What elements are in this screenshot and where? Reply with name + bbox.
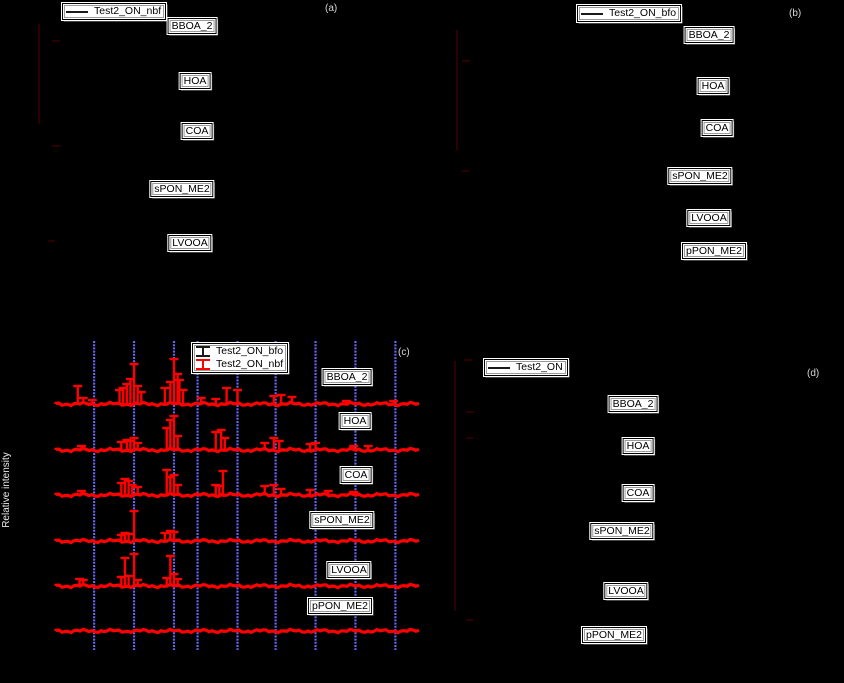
legend-label: Test2_ON_nbf (216, 358, 284, 370)
panel-d-noise (466, 411, 474, 413)
legend-row: Test2_ON (488, 361, 563, 374)
factor-tag-hoa: HOA (179, 73, 211, 89)
line-swatch-icon (488, 366, 510, 369)
panel-d-noise (454, 361, 456, 611)
factor-tag-lvooa: LVOOA (687, 210, 731, 226)
legend-row: Test2_ON_bfo (581, 7, 676, 20)
panel-b: Test2_ON_bfo (b) BBOA_2 HOA COA sPON_ME2… (422, 0, 844, 341)
panel-d-noise (464, 359, 472, 361)
line-swatch-icon (581, 12, 603, 15)
panel-d-legend: Test2_ON (484, 359, 568, 376)
panel-a-legend: Test2_ON_nbf (62, 3, 167, 20)
panel-a-letter: (a) (324, 3, 339, 14)
factor-tag-lvooa: LVOOA (327, 562, 371, 578)
factor-tag-spon-me2: sPON_ME2 (310, 512, 374, 528)
line-swatch-icon (66, 10, 88, 13)
panel-d-noise (466, 619, 473, 621)
factor-tag-bboa2: BBOA_2 (322, 369, 372, 385)
panel-a-plot-area (22, 2, 420, 332)
factor-tag-ppon-me2: pPON_ME2 (581, 627, 647, 643)
y-axis-title: Relative intensity (1, 452, 12, 528)
factor-tag-ppon-me2: pPON_ME2 (681, 243, 747, 259)
panel-c-letter: (c) (397, 347, 411, 358)
panel-a: Test2_ON_nbf (a) BBOA_2 HOA COA sPON_ME2… (0, 0, 422, 341)
panel-a-noise (52, 40, 60, 42)
panel-b-plot-area (424, 2, 840, 332)
factor-tag-spon-me2: sPON_ME2 (668, 168, 732, 184)
factor-tag-hoa: HOA (339, 413, 371, 429)
panel-d-noise (466, 437, 473, 439)
legend-label: Test2_ON_nbf (94, 5, 162, 17)
errorbar-swatch-icon (196, 346, 210, 357)
panel-c-spectra-canvas (54, 341, 420, 650)
factor-tag-spon-me2: sPON_ME2 (590, 523, 654, 539)
factor-tag-bboa2: BBOA_2 (684, 27, 734, 43)
panel-d-plot-area (424, 343, 840, 673)
factor-tag-bboa2: BBOA_2 (608, 396, 658, 412)
legend-label: Test2_ON (516, 361, 563, 373)
factor-tag-spon-me2: sPON_ME2 (150, 181, 214, 197)
errorbar-swatch-icon (196, 359, 210, 370)
panel-b-noise (462, 170, 469, 172)
factor-tag-ppon-me2: pPON_ME2 (307, 598, 373, 614)
legend-row: Test2_ON_bfo (196, 345, 283, 358)
factor-tag-bboa2: BBOA_2 (167, 18, 217, 34)
factor-tag-lvooa: LVOOA (168, 235, 212, 251)
factor-tag-lvooa: LVOOA (604, 583, 648, 599)
panel-a-noise (38, 24, 40, 124)
panel-b-noise (462, 60, 470, 62)
factor-tag-hoa: HOA (697, 78, 729, 94)
panel-b-letter: (b) (788, 8, 803, 19)
panel-d: Test2_ON (d) BBOA_2 HOA COA sPON_ME2 LVO… (422, 341, 844, 683)
legend-label: Test2_ON_bfo (609, 7, 677, 19)
legend-label: Test2_ON_bfo (216, 345, 284, 357)
panel-d-letter: (d) (806, 368, 821, 379)
factor-tag-coa: COA (340, 467, 372, 483)
panel-c-legend: Test2_ON_bfo Test2_ON_nbf (192, 343, 289, 373)
panel-c: Test2_ON_bfo Test2_ON_nbf (c) BBOA_2 HOA… (0, 341, 422, 683)
legend-row: Test2_ON_nbf (66, 5, 161, 18)
factor-tag-coa: COA (622, 485, 654, 501)
panel-a-noise (48, 240, 55, 242)
factor-tag-coa: COA (181, 123, 213, 139)
legend-row: Test2_ON_nbf (196, 358, 283, 371)
panel-b-noise (456, 30, 458, 150)
panel-b-legend: Test2_ON_bfo (577, 5, 682, 22)
factor-tag-hoa: HOA (622, 438, 654, 454)
panel-a-noise (52, 145, 61, 147)
factor-tag-coa: COA (701, 120, 733, 136)
